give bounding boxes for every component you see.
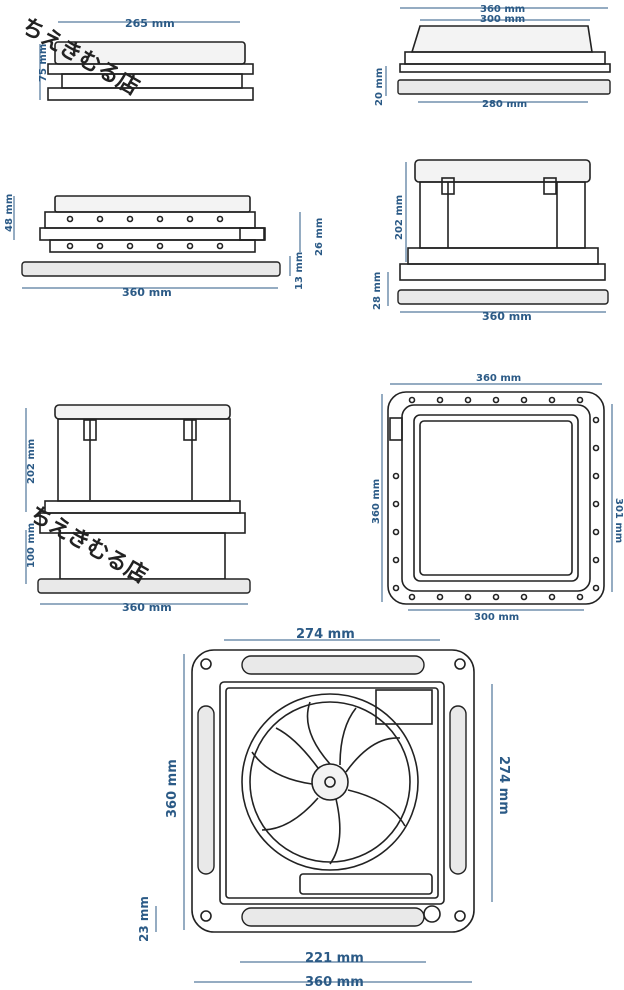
dim-48: 48 mm xyxy=(4,194,15,232)
dim-75: 75 mm xyxy=(38,44,49,82)
dim-300-square-bottom: 300 mm xyxy=(474,612,519,623)
dim-360-top-right: 360 mm xyxy=(480,4,525,15)
dim-360-mid-left: 360 mm xyxy=(122,286,172,299)
dim-274-top: 274 mm xyxy=(296,627,355,642)
dim-360-low-left: 360 mm xyxy=(122,601,172,614)
dim-360-fan-left: 360 mm xyxy=(165,759,180,818)
fan-icon xyxy=(241,693,419,871)
dim-202-right: 202 mm xyxy=(394,195,405,240)
dim-202-left: 202 mm xyxy=(26,439,37,484)
side-view-1 xyxy=(39,21,254,101)
dim-280: 280 mm xyxy=(482,99,527,110)
square-top-view xyxy=(381,383,613,611)
dim-221: 221 mm xyxy=(305,951,364,966)
dim-100: 100 mm xyxy=(26,523,37,568)
dim-20: 20 mm xyxy=(374,68,385,106)
dim-23: 23 mm xyxy=(137,896,151,942)
fan-bottom-view xyxy=(155,639,493,983)
dim-13: 13 mm xyxy=(294,252,305,290)
dim-265: 265 mm xyxy=(125,17,175,30)
side-view-3 xyxy=(13,195,301,289)
dim-301: 301 mm xyxy=(613,498,624,543)
dim-28: 28 mm xyxy=(372,272,383,310)
dim-360-square-top: 360 mm xyxy=(476,373,521,384)
dim-26: 26 mm xyxy=(314,218,325,256)
watermark-mid: ちえきむる店 xyxy=(25,501,152,589)
side-view-2 xyxy=(385,7,611,103)
square-top-view-bolts xyxy=(392,396,600,601)
side-view-4 xyxy=(387,159,609,313)
side-view-5 xyxy=(25,404,251,605)
dim-300-top-right: 300 mm xyxy=(480,14,525,25)
dim-274-right: 274 mm xyxy=(496,756,511,815)
dim-360-mid-right: 360 mm xyxy=(482,310,532,323)
dim-360-bottom: 360 mm xyxy=(305,975,364,990)
dim-360-square-left: 360 mm xyxy=(371,479,382,524)
side-view-3-bolts xyxy=(66,215,224,250)
